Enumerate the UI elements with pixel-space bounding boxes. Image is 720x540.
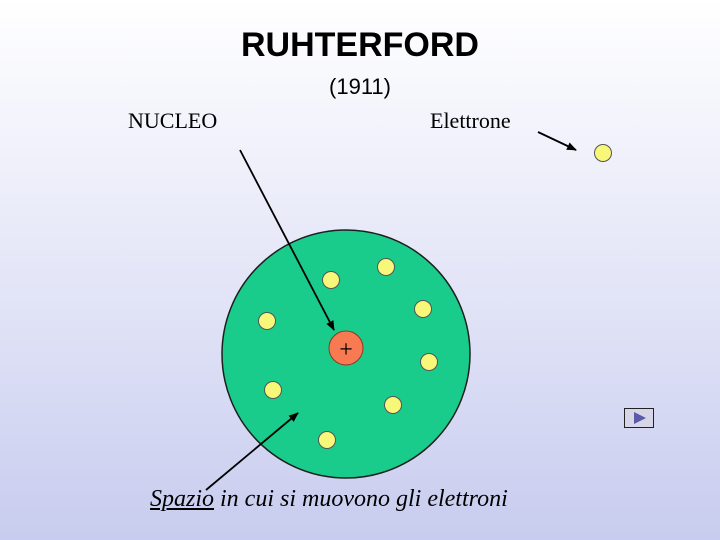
electron <box>264 381 282 399</box>
electron <box>318 431 336 449</box>
slide-title: RUHTERFORD <box>241 26 479 64</box>
electron-label: Elettrone <box>430 108 511 133</box>
electron <box>377 258 395 276</box>
electron-arrow <box>537 131 577 151</box>
slide-year: (1911) <box>329 74 391 99</box>
electron <box>322 271 340 289</box>
play-icon <box>634 412 646 424</box>
caption-rest: in cui si muovono gli elettroni <box>214 486 508 512</box>
free-electron <box>594 144 612 162</box>
electron <box>384 396 402 414</box>
electron-group <box>258 258 438 449</box>
space-caption: Spazio in cui si muovono gli elettroni <box>150 486 508 513</box>
nucleus-arrow <box>239 149 335 331</box>
electron <box>420 353 438 371</box>
space-arrow <box>205 412 299 491</box>
next-slide-button[interactable] <box>624 408 654 428</box>
nucleus-plus-sign: + <box>339 337 353 363</box>
nucleus <box>328 330 364 366</box>
caption-underlined: Spazio <box>150 486 215 512</box>
nucleus-label: NUCLEO <box>128 108 218 133</box>
electron <box>414 300 432 318</box>
electron <box>258 312 276 330</box>
